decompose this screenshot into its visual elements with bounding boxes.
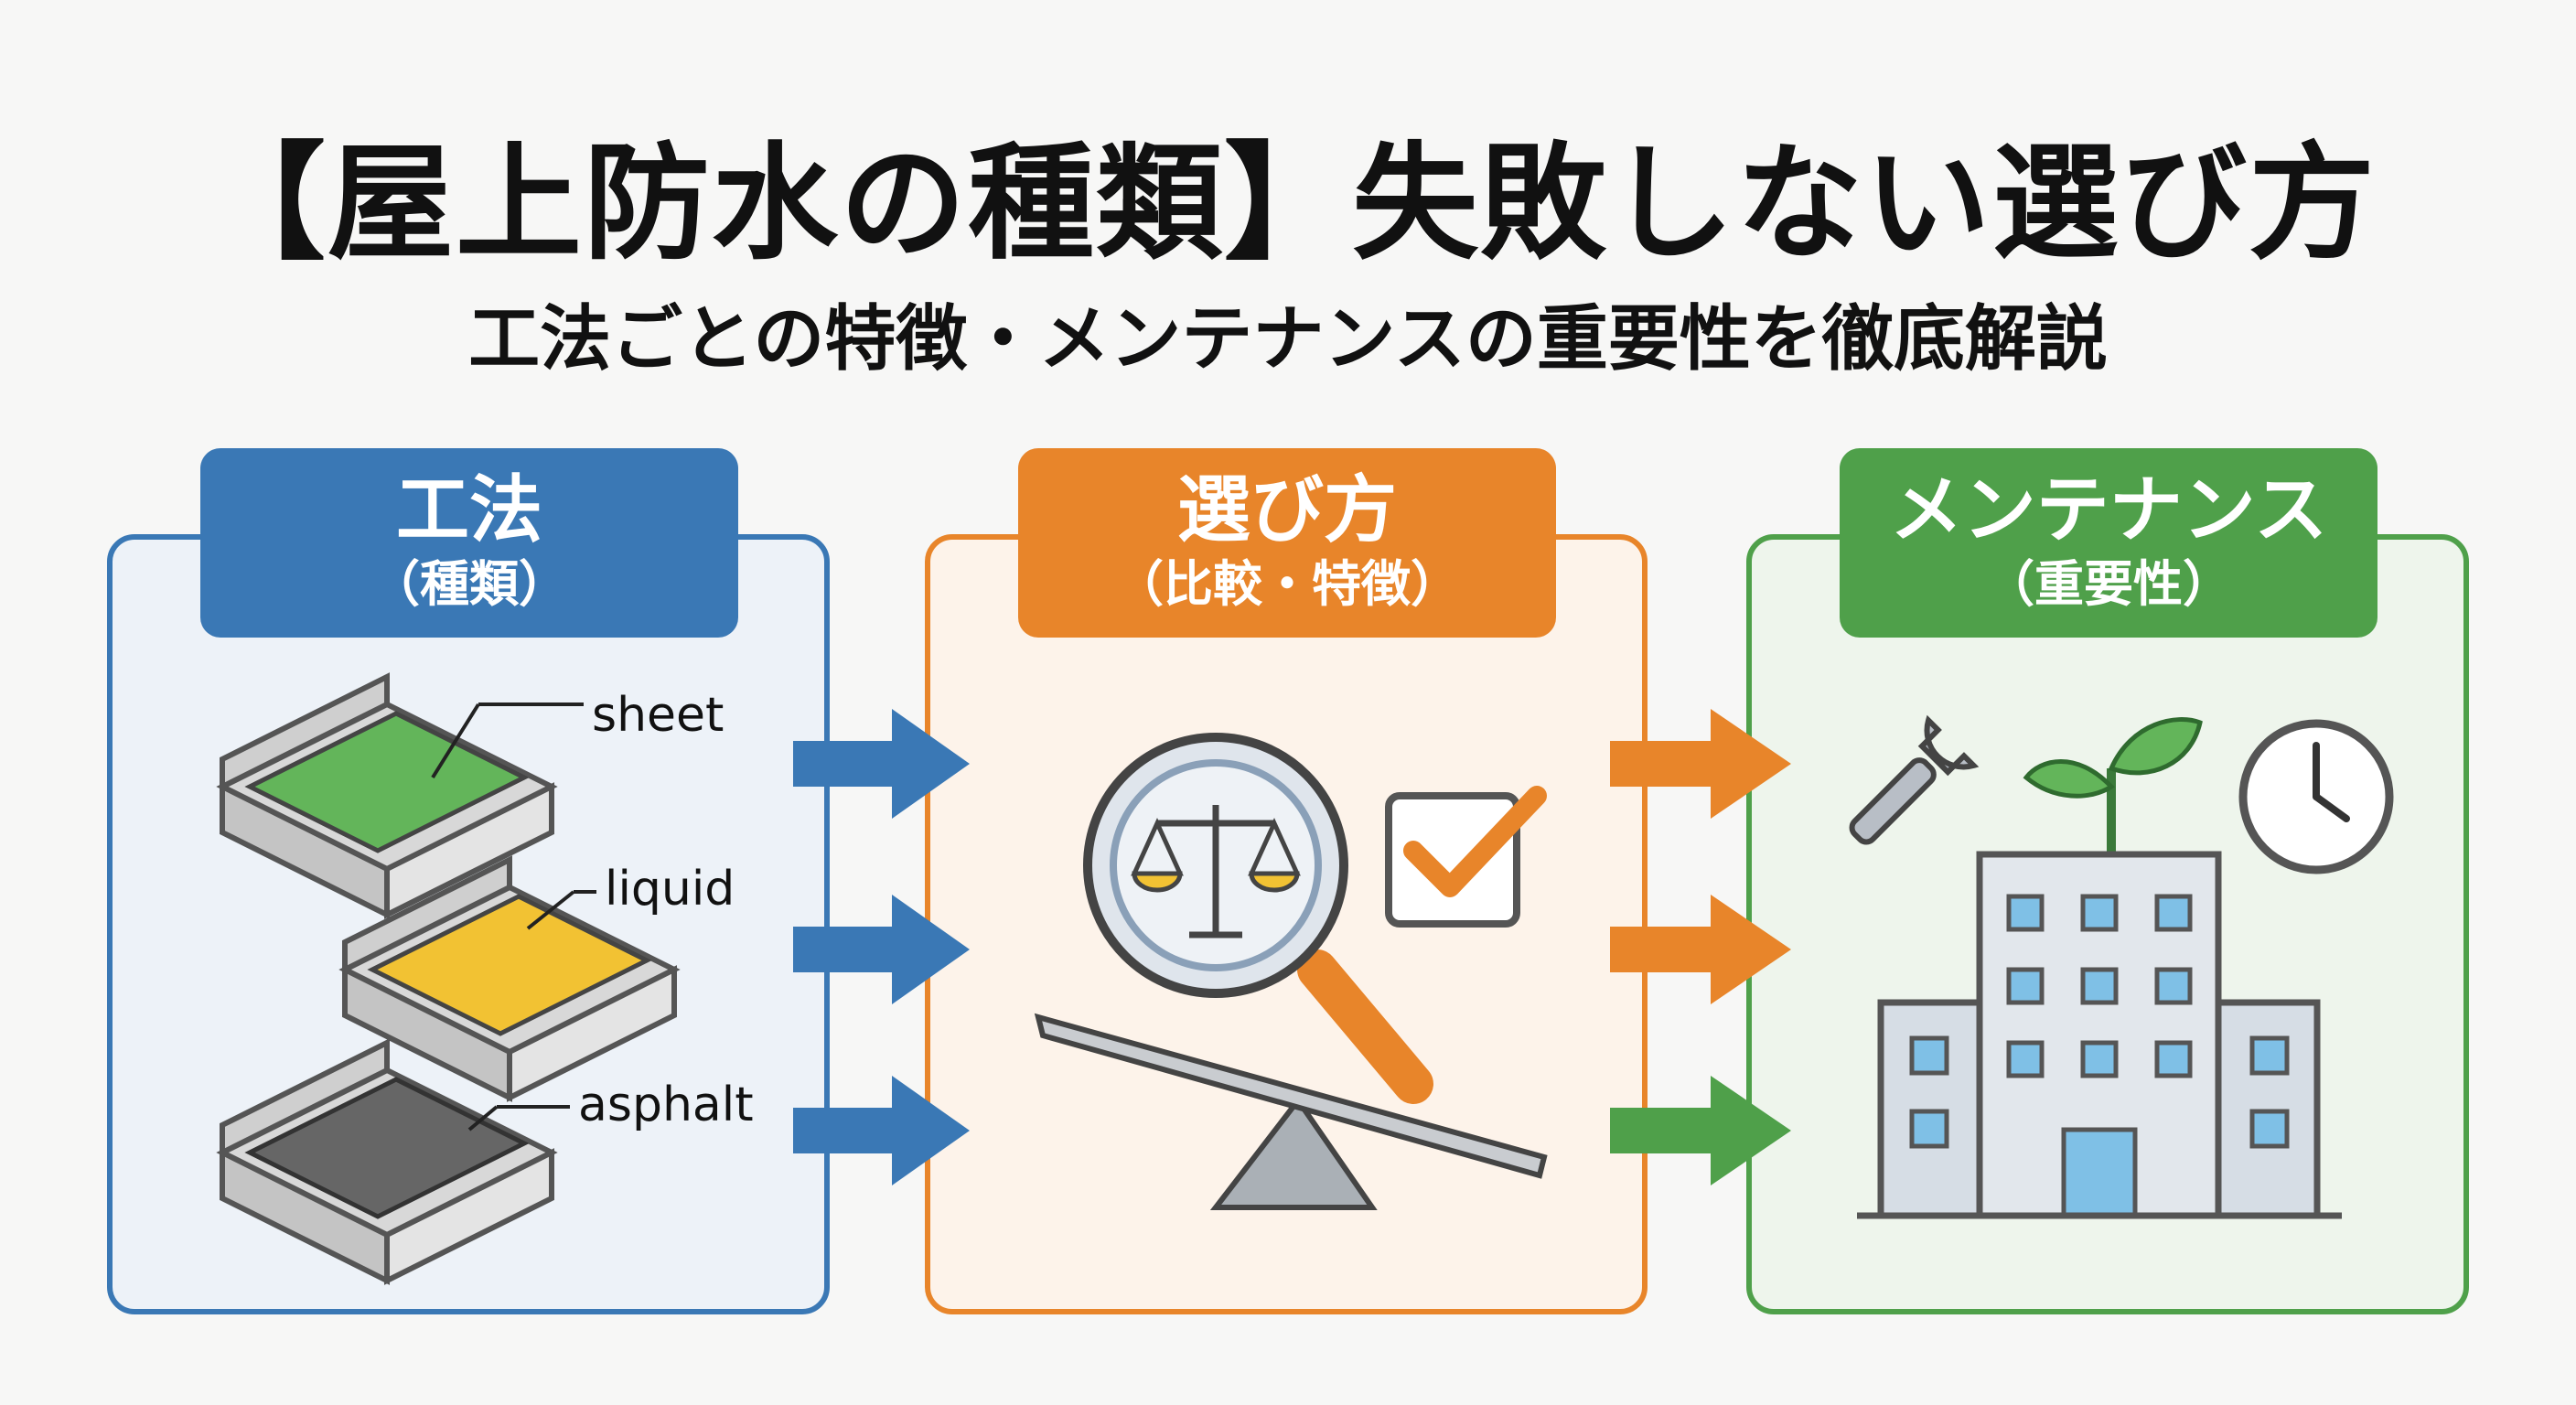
- arrow-right-icon: [793, 709, 970, 1185]
- magnifier-scale-icon: [1083, 733, 1433, 1104]
- plant-sprout-icon: [2023, 717, 2203, 854]
- wrench-icon: [1849, 714, 1980, 845]
- arrow-right-icon: [1610, 709, 1791, 1185]
- page-title: 【屋上防水の種類】失敗しない選び方: [199, 130, 2377, 277]
- panel-subheading: （比較・特徴）: [1114, 555, 1460, 613]
- seesaw-icon: [1034, 1013, 1548, 1210]
- layer-label-asphalt: asphalt: [578, 1078, 754, 1132]
- panel-heading: 工法: [396, 467, 542, 552]
- layer-label-sheet: sheet: [592, 688, 724, 743]
- liquid-layer-icon: [345, 860, 674, 1098]
- asphalt-layer-icon: [222, 1043, 570, 1281]
- checkbox-checked-icon: [1385, 786, 1547, 928]
- panel-heading: 選び方: [1177, 467, 1397, 552]
- panel-selection-header: 選び方 （比較・特徴）: [1018, 448, 1556, 638]
- panel-maintenance-header: メンテナンス （重要性）: [1840, 448, 2377, 638]
- panel-subheading: （重要性）: [1985, 555, 2232, 613]
- layer-label-liquid: liquid: [605, 862, 735, 917]
- clock-icon: [2238, 719, 2394, 874]
- panel-methods-header: 工法 （種類）: [200, 448, 738, 638]
- page-subtitle: 工法ごとの特徴・メンテナンスの重要性を徹底解説: [468, 298, 2108, 381]
- panel-subheading: （種類）: [370, 555, 568, 613]
- panel-heading: メンテナンス: [1889, 467, 2328, 552]
- building-icon: [1857, 851, 2342, 1219]
- sheet-layer-icon: [222, 677, 584, 915]
